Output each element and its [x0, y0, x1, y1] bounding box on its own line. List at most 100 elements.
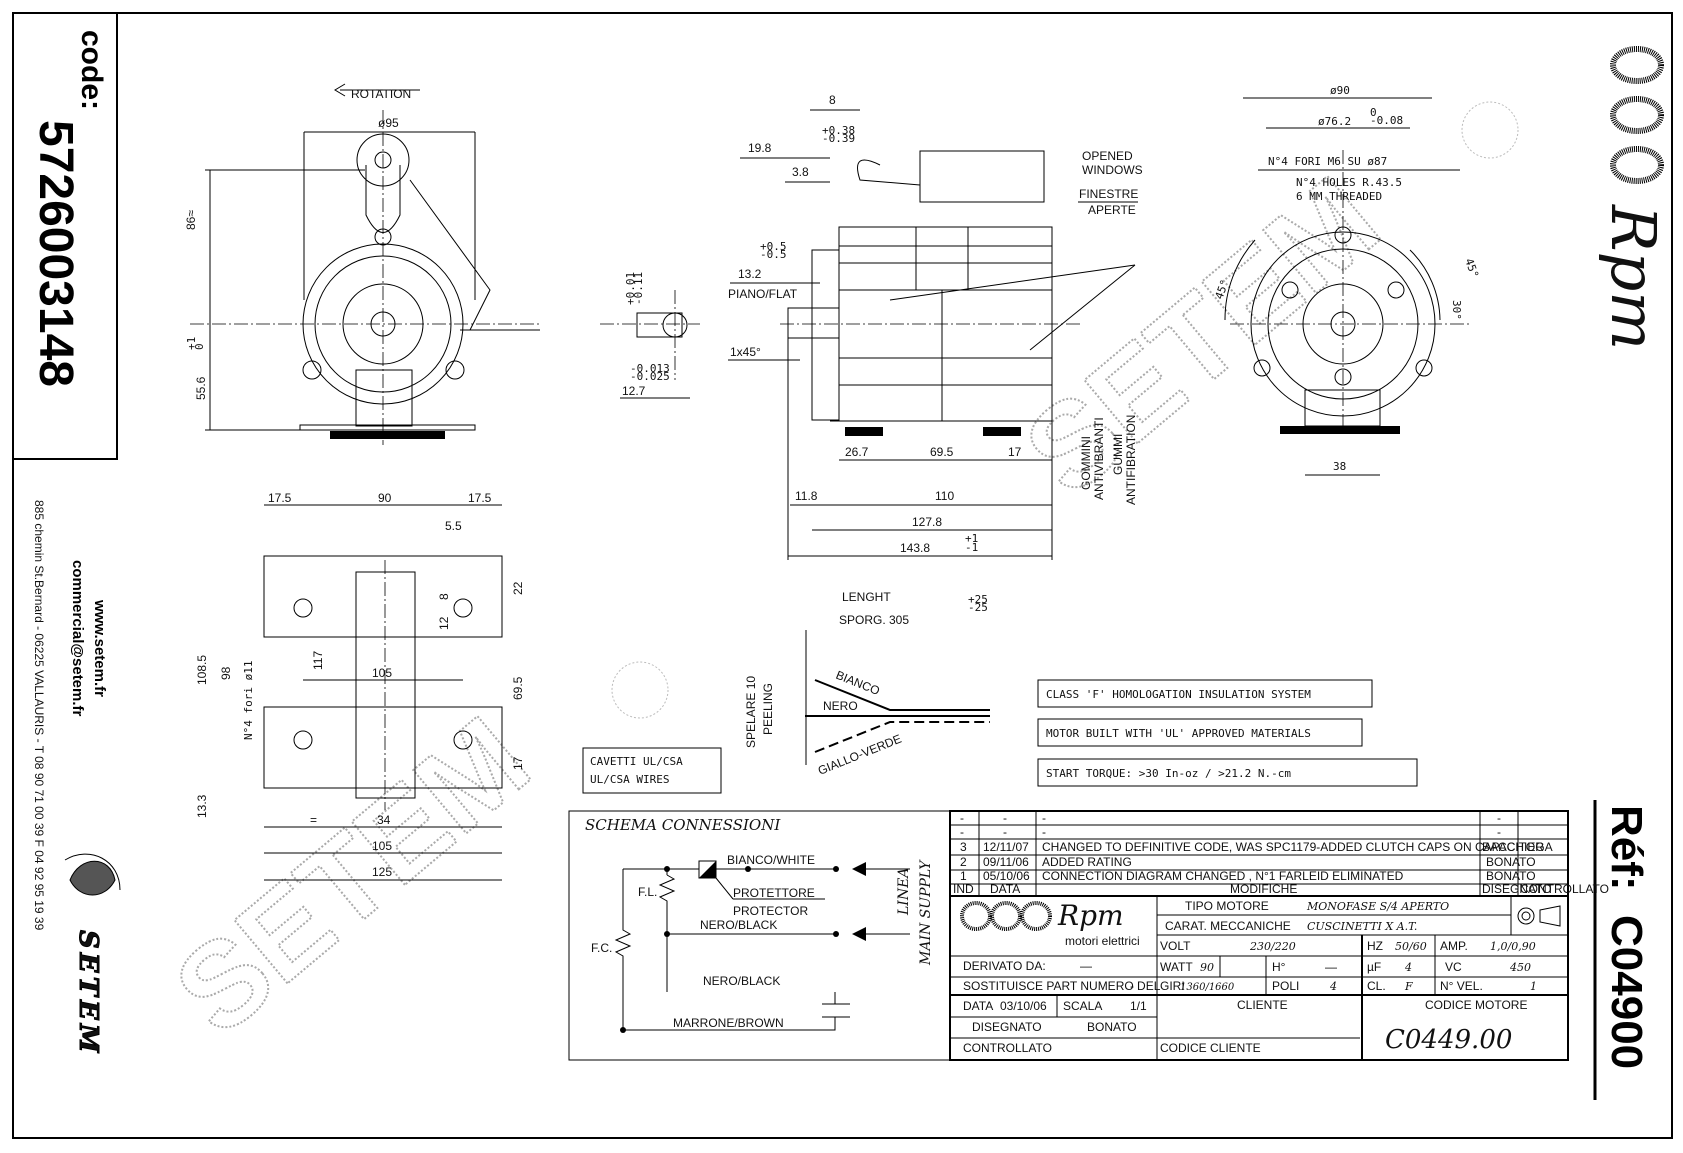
cable-length-label: LENGHT: [842, 590, 891, 604]
dim-105-top: 105: [372, 666, 392, 680]
dim-90: 90: [378, 491, 392, 505]
dim-8: 8: [829, 93, 836, 107]
wire-giallo-verde: GIALLO-VERDE: [816, 732, 903, 778]
drawing-frame: [12, 12, 1673, 1139]
cl-value: F: [1404, 980, 1413, 993]
dim-38: 38: [1333, 460, 1346, 473]
dim-12: 12: [437, 616, 451, 630]
ref-code: C04900: [1602, 915, 1651, 1069]
email: commercial@setem.fr: [69, 560, 86, 717]
fl-label: F.L.: [638, 885, 657, 899]
hz-value: 50/60: [1395, 940, 1427, 953]
protettore-label: PROTETTORE: [733, 886, 815, 900]
flat-label: PIANO/FLAT: [728, 287, 798, 301]
rpm-brand: Rpm: [1597, 204, 1670, 350]
wires-note-box: [582, 747, 722, 794]
peeling-label: SPELARE 10: [744, 676, 758, 748]
header-drawn: DISEGNATO: [1482, 882, 1552, 896]
rev-date: 09/11/06: [983, 855, 1029, 869]
gommini-label: GOMMINI: [1079, 436, 1093, 490]
shaft-detail: +0.01 -0.11 -0.013 -0.025 12.7: [600, 272, 700, 399]
giri-label: GIRI: [1160, 979, 1185, 993]
cable-detail: LENGHT SPORG. 305 +25 -25 SPELARE 10 PEE…: [582, 590, 990, 794]
vc-value: 450: [1509, 961, 1531, 974]
dia-tol-lower: -0.025: [630, 370, 670, 383]
dim-17-5-left: 17.5: [268, 491, 292, 505]
dim-69-5: 69.5: [511, 676, 525, 700]
rpm-logo: Rpm motori elettrici: [960, 899, 1140, 948]
header-desc: MODIFICHE: [1230, 882, 1297, 896]
codice-motore-value: C0449.00: [1385, 1025, 1512, 1055]
rev-ind: 1: [960, 869, 967, 883]
protector-label: PROTECTOR: [733, 904, 808, 918]
holes-english-note: 6 MM THREADED: [1296, 190, 1382, 203]
tipo-motore-value: MONOFASE S/4 APERTO: [1306, 900, 1449, 913]
wire-bianco-white: BIANCO/WHITE: [727, 853, 815, 867]
angle-30: 30°: [1450, 300, 1463, 320]
rev-date: -: [1003, 811, 1007, 825]
chamfer-label: 1x45°: [730, 345, 761, 359]
finestre-aperte-label: FINESTRE: [1079, 187, 1138, 201]
dim-13-2: 13.2: [738, 267, 762, 281]
dim-3-8: 3.8: [792, 165, 809, 179]
volt-label: VOLT: [1160, 939, 1191, 953]
watt-label: WATT: [1160, 960, 1193, 974]
header-ind: IND: [953, 882, 974, 896]
cl-label: CL.: [1367, 979, 1386, 993]
connection-schema: SCHEMA CONNESSIONI BIANCO/WHITE PROTETTO…: [568, 810, 951, 1061]
holes-english-note: N°4 HOLES R.43.5: [1296, 176, 1402, 189]
nvel-value: 1: [1530, 980, 1537, 993]
dim-69-5: 69.5: [930, 445, 954, 459]
rotation-label: ROTATION: [351, 87, 411, 101]
dim-127-8: 127.8: [912, 515, 942, 529]
rev-drawn: BACCHIEGA: [1482, 840, 1553, 854]
notes: CLASS 'F' HOMOLOGATION INSULATION SYSTEM…: [1037, 679, 1418, 787]
rev-ind: -: [960, 825, 964, 839]
angle-left: 45°: [1213, 278, 1232, 301]
opened-windows-label: WINDOWS: [1082, 163, 1143, 177]
hp-value: —: [1325, 960, 1337, 974]
code-label: code:: [75, 30, 108, 110]
poli-label: POLI: [1272, 979, 1299, 993]
wires-note: CAVETTI UL/CSA: [590, 755, 683, 768]
rev-date: -: [1003, 825, 1007, 839]
dim-5-5: 5.5: [445, 519, 462, 533]
vc-label: VC: [1445, 960, 1462, 974]
tol-pm-upper: +1: [965, 532, 978, 545]
cable-length-value: SPORG. 305: [839, 613, 909, 627]
controllato-label: CONTROLLATO: [963, 1041, 1052, 1055]
giri-value: 1360/1660: [1180, 982, 1235, 993]
cliente-label: CLIENTE: [1237, 998, 1288, 1012]
setem-bird-logo-icon: [64, 853, 121, 896]
dim-8: 8: [437, 593, 451, 600]
rear-view: ø90 ø76.2 0 -0.08 N°4 FORI M6 SU ø87 N°4…: [1213, 84, 1481, 476]
supply-arrow-icon: [852, 862, 866, 876]
dim-17: 17: [511, 756, 525, 770]
front-view: ROTATION ø95 86≈ 55.6 +1 0: [184, 83, 540, 445]
watermark-seal: [611, 661, 669, 719]
amp-label: AMP.: [1440, 939, 1468, 953]
code-box: [12, 12, 118, 460]
gummi-label: GUMMI: [1111, 434, 1125, 475]
schema-title: SCHEMA CONNESSIONI: [585, 816, 781, 834]
nvel-label: N° VEL.: [1440, 979, 1483, 993]
wires-note: UL/CSA WIRES: [590, 773, 669, 786]
dim-143-8: 143.8: [900, 541, 930, 555]
antivibranti-label: ANTIVIBRANTI: [1092, 417, 1106, 500]
rev-drawn: BONATO: [1486, 855, 1536, 869]
scala-value: 1/1: [1130, 999, 1147, 1013]
wire-nero-black: NERO/BLACK: [703, 974, 780, 988]
dim-22: 22: [511, 581, 525, 595]
codice-motore-label: CODICE MOTORE: [1425, 998, 1527, 1012]
rev-ind: 2: [960, 855, 967, 869]
derivato-label: DERIVATO DA:: [963, 959, 1046, 973]
volt-value: 230/220: [1249, 940, 1296, 953]
wire-nero: NERO: [823, 699, 858, 713]
flat-tol-lower: -0.5: [760, 248, 787, 261]
header-date: DATA: [990, 882, 1020, 896]
rev-desc: -: [1042, 811, 1046, 825]
logo-rpm-text: Rpm: [1057, 899, 1124, 932]
linea-label: LINEA: [896, 868, 912, 916]
peeling-label: PEELING: [761, 683, 775, 735]
dim-19-8: 19.8: [748, 141, 772, 155]
